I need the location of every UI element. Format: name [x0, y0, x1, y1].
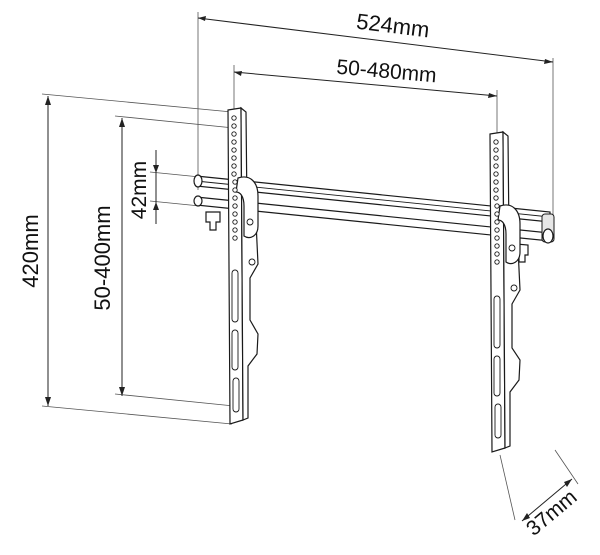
- dim-overall-height: 420mm: [18, 93, 233, 425]
- dim-vesa-vertical: 50-400mm: [90, 115, 235, 407]
- dim-vesa-horizontal: 50-480mm: [233, 56, 498, 138]
- left-bracket-slot: [231, 269, 239, 323]
- right-bracket-slot: [493, 295, 501, 349]
- left-lock-pin: [205, 211, 221, 231]
- right-bracket-holes: [493, 139, 500, 265]
- left-vertical-bracket: [227, 106, 259, 425]
- left-bracket-holes: [231, 115, 238, 241]
- left-bracket-slot: [231, 329, 239, 371]
- dim-wall-depth: 37mm: [499, 449, 582, 541]
- right-bracket-slot: [494, 403, 502, 439]
- overall-height-label: 420mm: [18, 214, 43, 287]
- right-vertical-bracket: [489, 130, 521, 453]
- vesa-vertical-label: 50-400mm: [90, 205, 115, 310]
- right-bracket-slot: [493, 355, 501, 397]
- overall-width-label: 524mm: [355, 9, 431, 43]
- rail-spacing-label: 42mm: [128, 161, 151, 219]
- dim-rail-spacing: 42mm: [128, 150, 201, 224]
- left-bracket-slot: [232, 377, 240, 413]
